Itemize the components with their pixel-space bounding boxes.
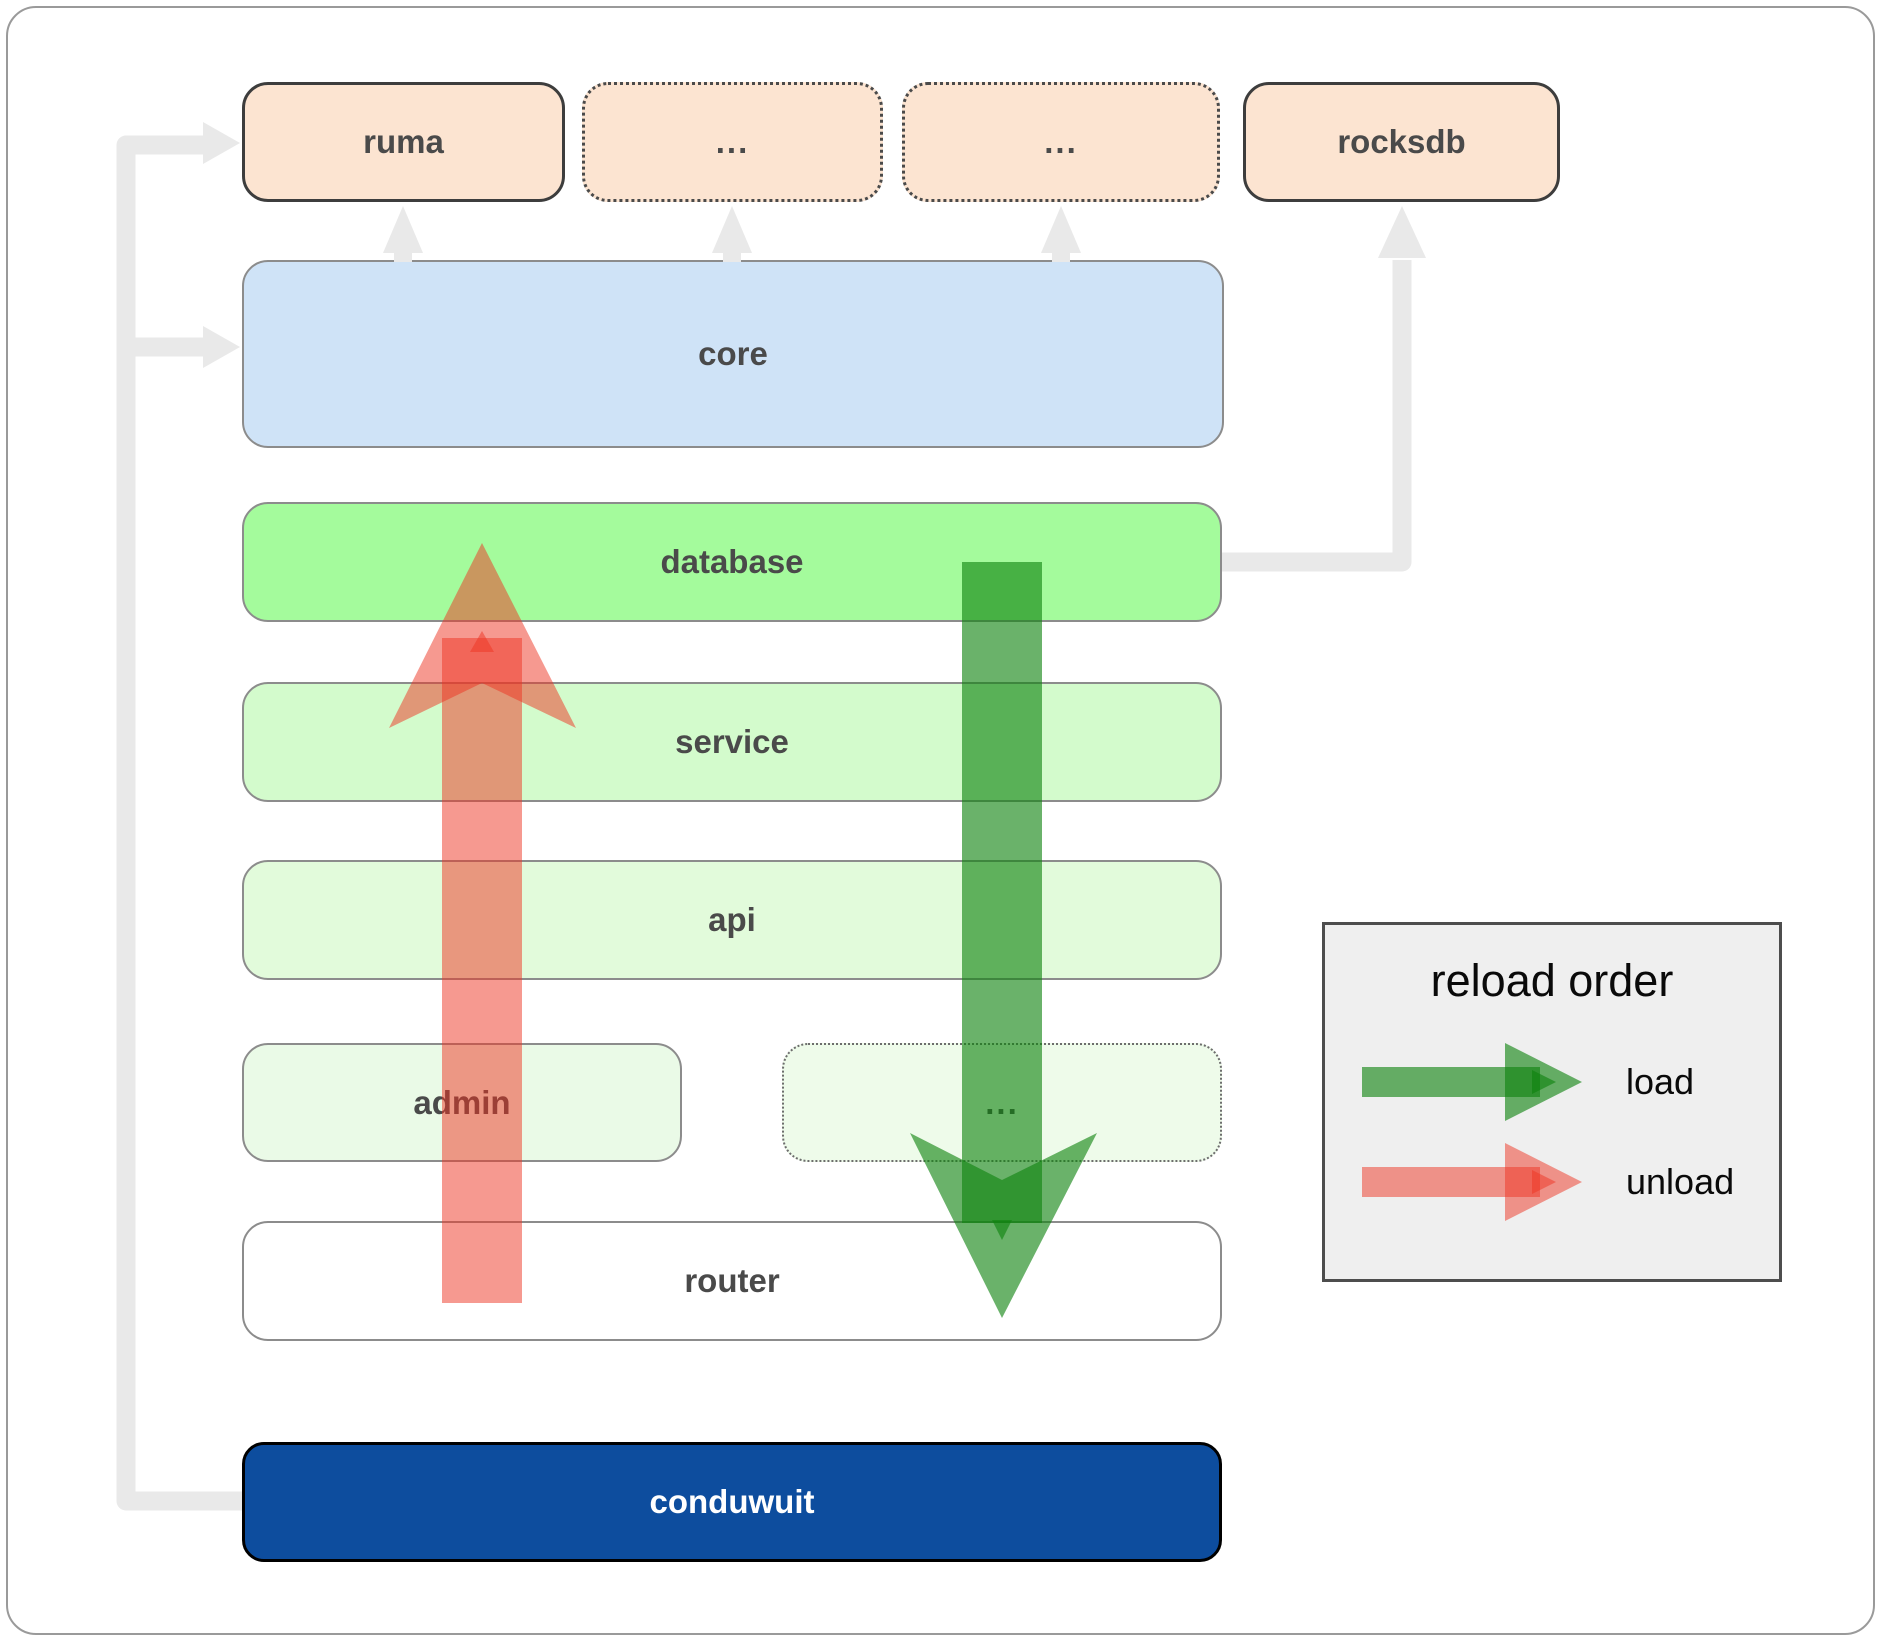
box-admin: admin xyxy=(242,1043,682,1162)
box-ellipsis-1: ... xyxy=(582,82,883,202)
box-database-label: database xyxy=(660,543,804,580)
box-more-services: ... xyxy=(782,1043,1222,1162)
box-rocksdb: rocksdb xyxy=(1243,82,1560,202)
legend-title: reload order xyxy=(1430,955,1674,1006)
box-core-label: core xyxy=(698,335,768,372)
box-service: service xyxy=(242,682,1222,802)
box-api-label: api xyxy=(708,901,756,938)
box-rocksdb-label: rocksdb xyxy=(1337,123,1466,160)
box-admin-label: admin xyxy=(413,1083,511,1121)
box-ellipsis-2: ... xyxy=(902,82,1220,202)
box-ruma-label: ruma xyxy=(363,123,444,160)
box-ellipsis-1-label: ... xyxy=(715,123,750,160)
legend-label-load: load xyxy=(1626,1061,1695,1102)
box-core: core xyxy=(242,260,1224,448)
box-api: api xyxy=(242,860,1222,980)
box-ruma: ruma xyxy=(242,82,565,202)
box-service-label: service xyxy=(675,723,789,760)
box-router-label: router xyxy=(684,1262,780,1299)
box-router: router xyxy=(242,1221,1222,1341)
box-ellipsis-2-label: ... xyxy=(1044,123,1078,160)
box-database: database xyxy=(242,502,1222,622)
figure-border xyxy=(6,6,1875,1635)
legend-label-unload: unload xyxy=(1626,1161,1735,1202)
box-more-services-label: ... xyxy=(985,1083,1019,1121)
box-conduwuit-label: conduwuit xyxy=(649,1483,815,1520)
box-conduwuit: conduwuit xyxy=(242,1442,1222,1562)
